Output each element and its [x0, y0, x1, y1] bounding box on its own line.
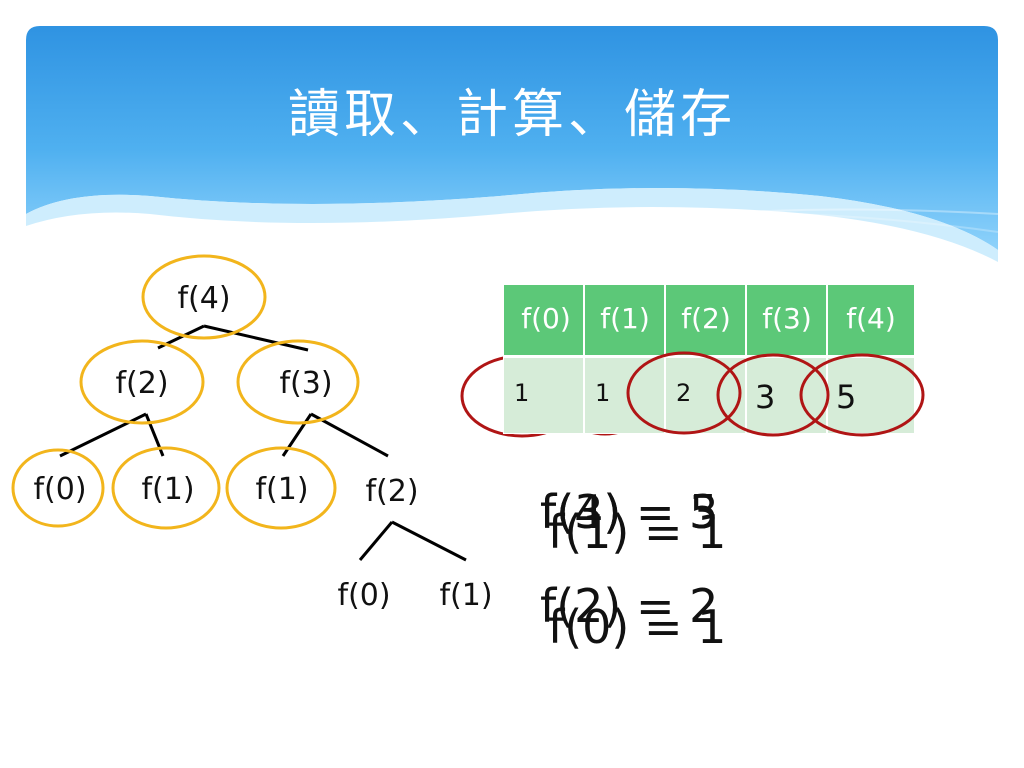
tree-node-f0: f(0)	[337, 578, 390, 613]
table-red-highlights-front	[626, 351, 925, 437]
tree-node-f2: f(2)	[365, 474, 418, 509]
highlight-ellipse-f1-mid	[225, 446, 337, 530]
memo-value-f2: 2	[676, 379, 691, 407]
highlight-ellipse-f4	[141, 254, 267, 340]
tree-node-f3: f(3)	[279, 366, 332, 401]
tree-node-f1: f(1)	[439, 578, 492, 613]
memo-value-f0: 1	[514, 379, 529, 407]
memo-value-f1: 1	[595, 379, 610, 407]
highlight-ellipse-value-f3	[716, 353, 830, 437]
memo-table-value-row: 1 1 2 3 5	[504, 358, 914, 433]
memo-header-f3: f(3)	[762, 302, 812, 335]
tree-node-f1: f(1)	[255, 472, 308, 507]
highlight-ellipse-f0	[11, 448, 105, 528]
equation-f4: f(4) = 5	[540, 485, 718, 539]
memo-header-f2: f(2)	[681, 302, 731, 335]
equations: f(4) = 5 f(3) = 3 f(1) = 1 f(2) = 2 f(0)…	[540, 485, 726, 654]
memo-header-f1: f(1)	[600, 302, 650, 335]
memo-header-f4: f(4)	[846, 302, 896, 335]
memo-table-header-row: f(0) f(1) f(2) f(3) f(4)	[504, 285, 914, 355]
memo-value-f3: 3	[755, 378, 775, 416]
memo-header-f0: f(0)	[521, 302, 571, 335]
equation-f1: f(1) = 1	[548, 505, 726, 559]
tree-node-f2: f(2)	[115, 366, 168, 401]
memo-value-f4: 5	[836, 378, 856, 416]
recursion-tree: f(4) f(2) f(3) f(0) f(1) f(1) f(2) f(0) …	[33, 281, 492, 613]
memo-table: f(0) f(1) f(2) f(3) f(4) 1 1 2 3 5	[503, 284, 915, 434]
equation-f2: f(2) = 2	[540, 579, 718, 633]
highlight-ellipse-value-f4	[799, 353, 925, 437]
equation-f3: f(3) = 3	[540, 485, 718, 539]
highlight-ellipse-f3	[236, 339, 360, 425]
equation-f0: f(0) = 1	[548, 600, 726, 654]
highlight-ellipse-f1-left	[111, 446, 221, 530]
tree-node-f4: f(4)	[177, 281, 230, 316]
slide-title: 讀取、計算、儲存	[288, 85, 736, 145]
highlight-ellipse-value-f2	[626, 351, 742, 435]
tree-node-f0: f(0)	[33, 472, 86, 507]
tree-node-f1: f(1)	[141, 472, 194, 507]
tree-highlights	[11, 254, 360, 530]
highlight-ellipse-f2	[79, 339, 205, 425]
title-banner: 讀取、計算、儲存	[26, 26, 999, 262]
